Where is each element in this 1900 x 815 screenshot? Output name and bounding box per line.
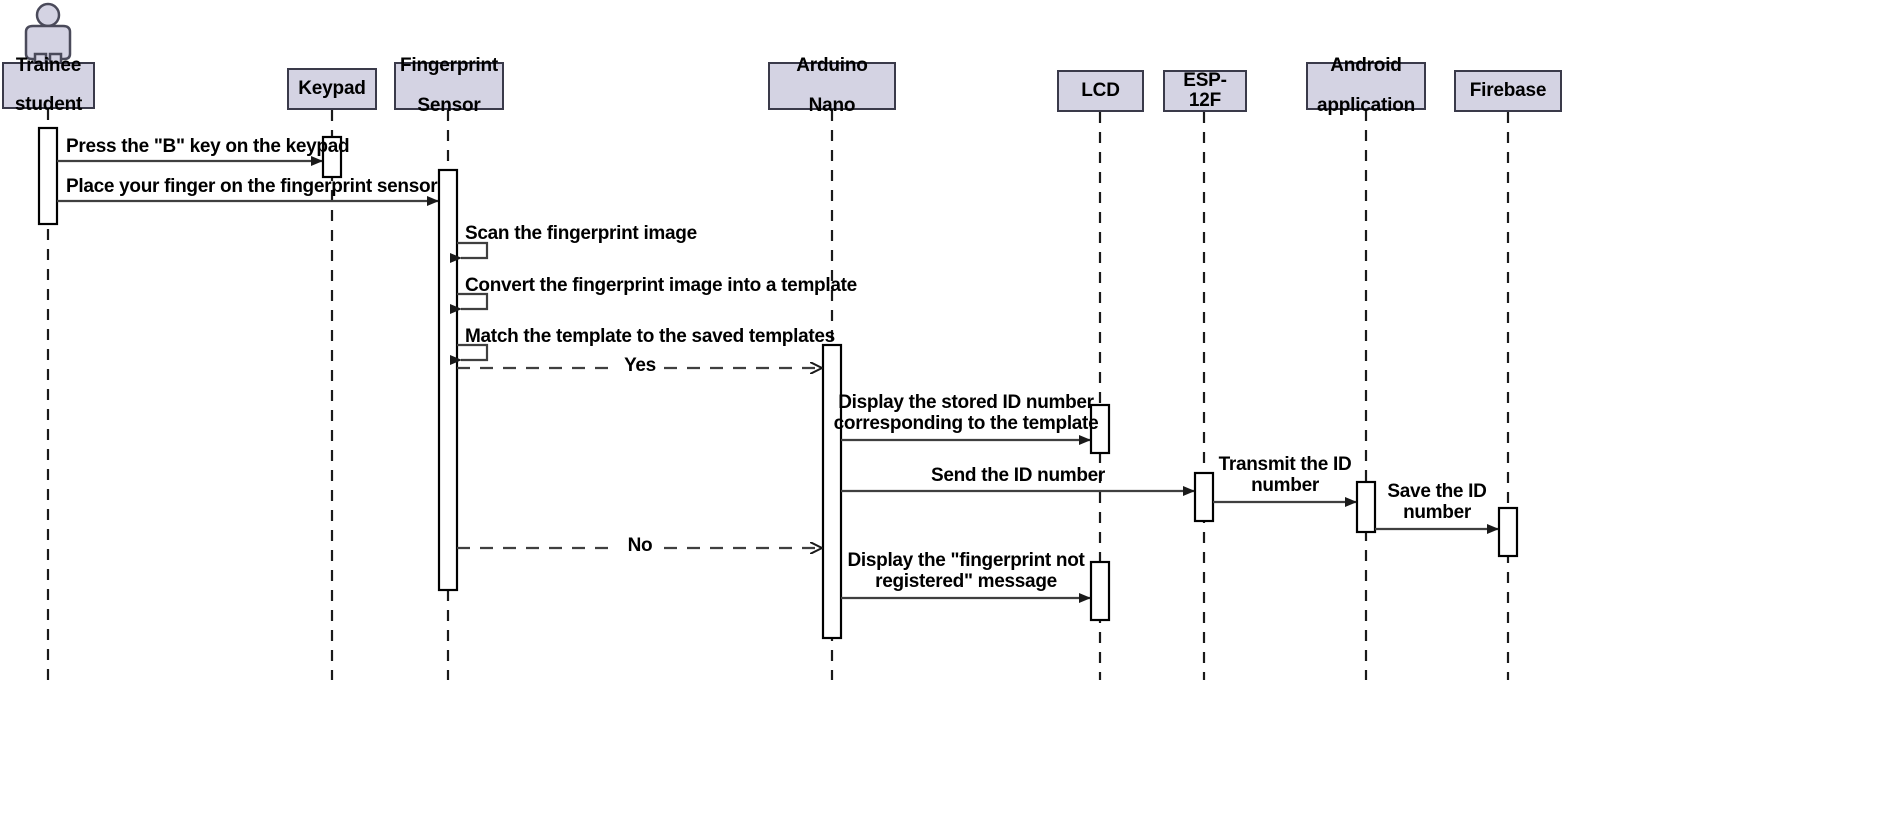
message-label-m4: Convert the fingerprint image into a tem… (465, 275, 857, 296)
message-label-m11: No (618, 535, 662, 557)
message-label-m5: Match the template to the saved template… (465, 326, 835, 347)
lifeline-header-label: Fingerprint (399, 55, 499, 77)
message-arrows-group (57, 156, 1499, 603)
lifeline-header-lcd[interactable]: LCD (1057, 70, 1144, 112)
lifeline-header-keypad[interactable]: Keypad (287, 68, 377, 110)
activation-bar-sensor[interactable] (437, 168, 459, 592)
activation-bar-android[interactable] (1355, 480, 1377, 534)
actor-head-icon (35, 2, 61, 28)
message-label-m7: Display the stored ID number correspondi… (833, 392, 1099, 434)
message-label-m2: Place your finger on the fingerprint sen… (66, 176, 438, 197)
activation-bar-lcd[interactable] (1089, 560, 1111, 622)
lifeline-header-label: Nano (808, 94, 856, 116)
activation-bar-keypad[interactable] (321, 135, 343, 179)
self-message-arrow-m4[interactable] (450, 292, 489, 314)
message-label-m12: Display the "fingerprint not registered"… (847, 550, 1085, 592)
lifeline-header-android[interactable]: Android application (1306, 56, 1426, 115)
lifeline-header-label: Arduino (796, 55, 868, 77)
lifeline-header-label: LCD (1081, 80, 1120, 102)
message-label-m9: Transmit the ID number (1218, 454, 1352, 496)
lifeline-header-label: application (1316, 94, 1416, 116)
lifeline-header-label: Keypad (298, 78, 366, 100)
self-message-arrow-m5[interactable] (450, 343, 489, 365)
lifeline-header-label: Sensor (417, 94, 481, 116)
lifeline-header-label: Android (1330, 55, 1402, 77)
lifeline-header-trainee[interactable]: Trainee student (2, 55, 95, 115)
message-label-m3: Scan the fingerprint image (465, 223, 697, 244)
lifeline-header-label: Trainee (15, 54, 82, 76)
actor-body-icon (24, 24, 72, 61)
message-label-m6: Yes (618, 355, 662, 377)
activation-bar-trainee[interactable] (37, 126, 59, 226)
activation-bars-group (37, 126, 1519, 640)
lifeline-header-label: ESP-12F (1183, 70, 1227, 111)
activation-bar-arduino[interactable] (821, 343, 843, 640)
activation-bar-esp[interactable] (1193, 471, 1215, 523)
lifeline-header-label: student (14, 94, 83, 116)
message-label-m8: Send the ID number (930, 465, 1106, 486)
lifeline-header-firebase[interactable]: Firebase (1454, 70, 1562, 112)
lifeline-header-label: Firebase (1469, 80, 1547, 102)
activation-bar-firebase[interactable] (1497, 506, 1519, 558)
activation-bar-lcd[interactable] (1089, 403, 1111, 455)
self-message-arrow-m3[interactable] (450, 241, 489, 263)
lifeline-header-esp[interactable]: ESP-12F (1163, 70, 1247, 112)
message-label-m1: Press the "B" key on the keypad (66, 136, 350, 157)
message-label-m10: Save the ID number (1387, 481, 1487, 523)
